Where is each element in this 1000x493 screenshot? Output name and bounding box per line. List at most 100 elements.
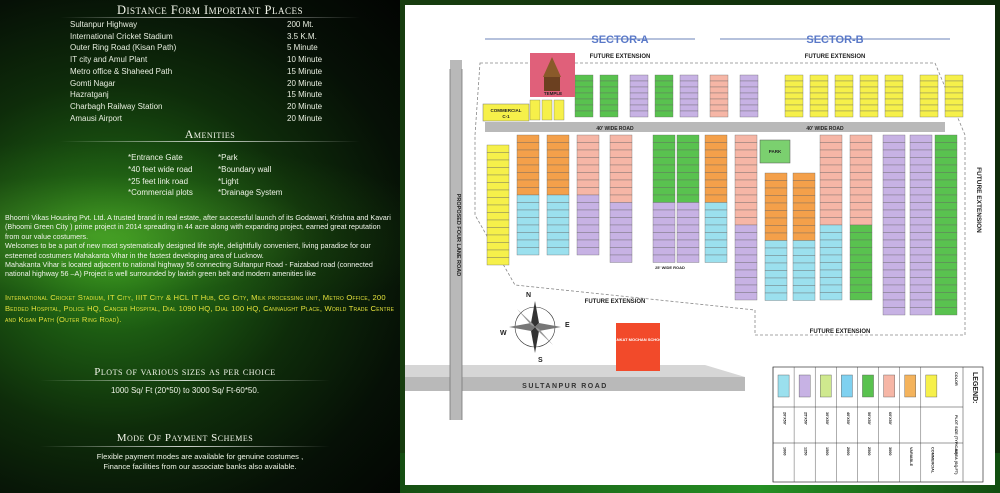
sector-a-label: SECTOR-A (591, 34, 648, 46)
plot (609, 164, 633, 173)
plot (486, 227, 510, 236)
plot (882, 224, 906, 233)
legend-area: 2500 (867, 447, 871, 455)
plot (859, 92, 879, 100)
compass-needle (531, 301, 539, 327)
plot (576, 217, 600, 226)
plot (486, 204, 510, 213)
plot (764, 202, 788, 211)
plot (934, 299, 958, 308)
plot (849, 247, 873, 256)
plot (609, 247, 633, 256)
plot (546, 217, 570, 226)
commercial-plot (541, 99, 553, 121)
plot (859, 104, 879, 112)
plot (676, 134, 700, 143)
plot (882, 179, 906, 188)
plot (576, 224, 600, 233)
plot (704, 209, 728, 218)
distance-value: 20 Minute (287, 78, 323, 88)
plot (704, 179, 728, 188)
plot (576, 179, 600, 188)
plot (859, 80, 879, 88)
plot (709, 86, 729, 94)
legend-swatch (798, 374, 811, 398)
plot (882, 209, 906, 218)
plot (919, 98, 939, 106)
plot (819, 277, 843, 286)
commercial-code: C-1 (502, 114, 510, 119)
plot (486, 212, 510, 221)
plot (599, 110, 619, 118)
plot (934, 157, 958, 166)
plot (819, 172, 843, 181)
site-plan-panel: TEMPLE COMMERCIAL C-1 PARK SANKAT MOCHAN… (400, 0, 1000, 493)
plot (676, 172, 700, 181)
plot (849, 224, 873, 233)
plot (679, 104, 699, 112)
compass-needle (517, 309, 535, 327)
plot (734, 134, 758, 143)
plot (934, 284, 958, 293)
school-plot (616, 323, 660, 371)
brochure-info-panel: Distance Form Important Places Sultanpur… (0, 0, 400, 493)
plot (934, 172, 958, 181)
plot (516, 224, 540, 233)
plots-title: Plots of various sizes as per choice (94, 366, 276, 378)
distance-value: 20 Minute (287, 113, 323, 123)
plot (734, 277, 758, 286)
plot (709, 92, 729, 100)
plot (882, 194, 906, 203)
plot (652, 224, 676, 233)
amenity-item: *Boundary wall (218, 164, 272, 174)
future-extension-label: FUTURE EXTENSION (805, 54, 866, 60)
plot (849, 292, 873, 301)
plot (574, 110, 594, 118)
plots-range: 1000 Sq/ Ft (20*50) to 3000 Sq/ Ft-60*50… (110, 386, 260, 395)
plot (676, 142, 700, 151)
plot (819, 157, 843, 166)
school-label: SANKAT MOCHAN SCHOOL (611, 337, 665, 342)
plot (652, 187, 676, 196)
plot (784, 98, 804, 106)
plot (909, 217, 933, 226)
plot (709, 98, 729, 106)
plot (792, 240, 816, 249)
distance-place: Hazratganj (70, 90, 109, 100)
plot (909, 247, 933, 256)
commercial-plot (529, 99, 541, 121)
plot (884, 74, 904, 82)
plot (909, 202, 933, 211)
plot (486, 182, 510, 191)
plot (882, 239, 906, 248)
plot (884, 86, 904, 94)
distance-place: IT city and Amul Plant (70, 55, 148, 65)
plot (516, 164, 540, 173)
temple-icon (544, 77, 560, 91)
plot (792, 247, 816, 256)
plot (516, 187, 540, 196)
legend-swatch (820, 374, 832, 398)
plot (704, 202, 728, 211)
distance-value: 3.5 K.M. (287, 31, 317, 41)
plot (652, 247, 676, 256)
plot (849, 142, 873, 151)
plot (834, 80, 854, 88)
plot (679, 110, 699, 118)
plot (676, 164, 700, 173)
road-edge (405, 365, 450, 377)
plot (944, 74, 964, 82)
plot (882, 232, 906, 241)
plot (934, 262, 958, 271)
plot (654, 86, 674, 94)
plot (704, 224, 728, 233)
plot (576, 209, 600, 218)
compass-east: E (565, 322, 570, 329)
plot (546, 149, 570, 158)
plot (654, 80, 674, 88)
plot (486, 174, 510, 183)
plot (882, 269, 906, 278)
